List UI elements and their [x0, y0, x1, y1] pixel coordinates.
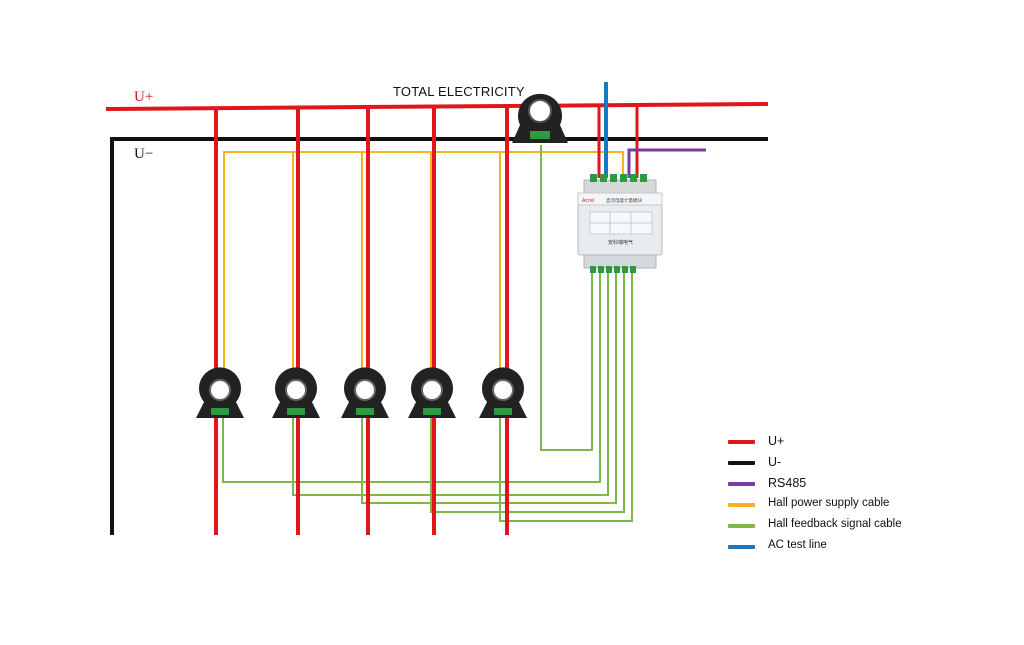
branch-hall-sensor-2	[272, 367, 320, 418]
branch-hall-sensor-4	[408, 367, 456, 418]
legend-label: U+	[768, 434, 785, 448]
legend-label: U-	[768, 455, 782, 469]
legend-swatch	[728, 461, 755, 465]
rs485-line	[627, 148, 706, 178]
legend-label: RS485	[768, 476, 807, 490]
legend-swatch	[728, 524, 755, 528]
branch-sensors	[196, 367, 527, 418]
u-plus-label: U+	[134, 89, 154, 105]
total-electricity-label: TOTAL ELECTRICITY	[393, 84, 525, 99]
legend-item-u-minus: U-	[728, 453, 928, 474]
module-brand: Acrel	[582, 198, 595, 204]
branch-hall-sensor-1	[196, 367, 244, 418]
u-plus-bus	[105, 102, 769, 111]
hall-power-cables	[223, 151, 624, 370]
legend-item-rs485: RS485	[728, 474, 928, 495]
branch-u-plus-lines	[214, 106, 525, 535]
legend-item-ac-test: AC test line	[728, 537, 928, 558]
u-minus-label: U−	[134, 146, 154, 162]
legend-label: AC test line	[768, 539, 827, 551]
legend-swatch	[728, 503, 755, 507]
legend-swatch	[728, 440, 755, 444]
legend: U+ U- RS485 Hall power supply cable Hall…	[728, 432, 928, 558]
legend-label: Hall feedback signal cable	[768, 518, 902, 530]
branch-hall-sensor-5	[479, 367, 527, 418]
meter-module: Acrel 直流电能计量模块 安科瑞电气	[577, 174, 663, 273]
legend-label: Hall power supply cable	[768, 497, 890, 509]
total-hall-sensor	[512, 93, 568, 143]
module-name-text: 安科瑞电气	[608, 239, 633, 246]
hall-feedback-cables	[222, 145, 633, 522]
legend-item-hall-power: Hall power supply cable	[728, 495, 928, 516]
legend-swatch	[728, 545, 755, 549]
legend-swatch	[728, 482, 755, 486]
module-u-plus-feeds	[597, 104, 639, 178]
legend-item-hall-feedback: Hall feedback signal cable	[728, 516, 928, 537]
legend-item-u-plus: U+	[728, 432, 928, 453]
module-model-text: 直流电能计量模块	[606, 197, 642, 204]
branch-hall-sensor-3	[341, 367, 389, 418]
